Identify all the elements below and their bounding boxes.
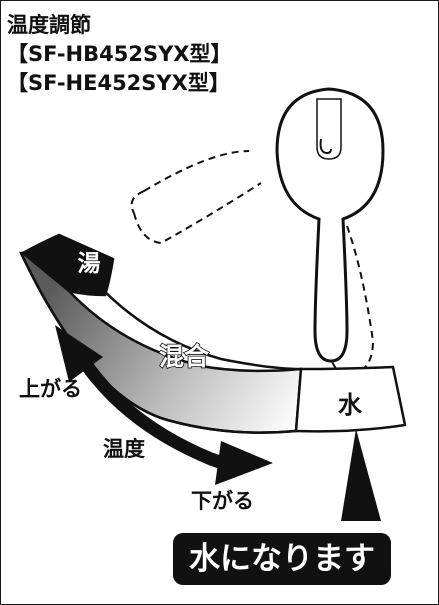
dial-band-cold xyxy=(294,365,407,433)
callout-text: 水になります xyxy=(189,541,375,577)
page-title: 温度調節 xyxy=(7,13,91,37)
arrow-up-label: 上がる xyxy=(19,377,82,401)
temperature-label: 温度 xyxy=(103,437,145,461)
dial-band-outline xyxy=(19,234,302,434)
title-block: 温度調節 【SF-HB452SYX型】 【SF-HE452SYX型】 xyxy=(7,11,231,98)
hot-label: 湯 xyxy=(78,251,101,277)
faucet-lever xyxy=(275,87,385,363)
callout-pointer xyxy=(341,429,381,521)
lever-slot-mark-icon xyxy=(319,138,332,155)
arrow-down-label: 下がる xyxy=(191,489,254,513)
temperature-arrow-up-head-icon xyxy=(55,325,103,382)
model-number-1: 【SF-HB452SYX型】 xyxy=(7,42,232,66)
callout-bubble xyxy=(173,533,391,585)
model-number-2: 【SF-HE452SYX型】 xyxy=(7,71,230,95)
mixed-label: 混合 xyxy=(159,342,210,371)
lever-slot xyxy=(316,98,342,160)
cold-label: 水 xyxy=(338,391,363,419)
dashed-lever-position-left xyxy=(130,150,262,245)
dial-band-hot xyxy=(20,233,115,297)
temperature-arrow-down-head-icon xyxy=(215,441,273,485)
